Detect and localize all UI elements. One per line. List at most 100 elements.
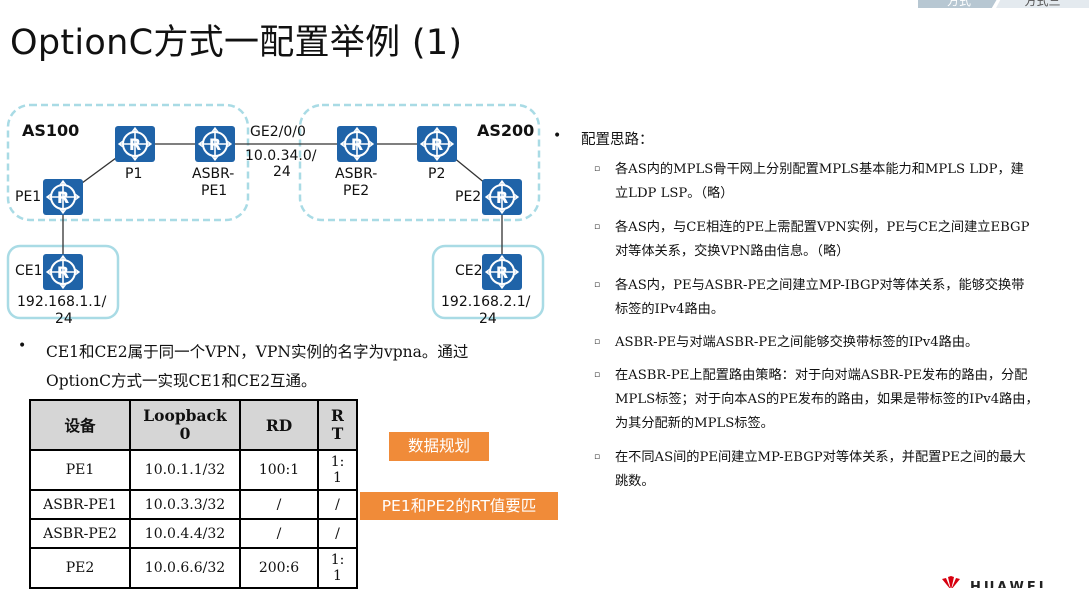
label-pe1: PE1 [15,189,42,205]
cell-device: PE2 [29,547,131,589]
cell-device: ASBR-PE2 [29,518,131,549]
router-p1-icon [114,125,156,163]
list-item: 在不同AS间的PE间建立MP-EBGP对等体关系，并配置PE之间的最大跳数。 [615,446,1072,494]
bullet-dot: • [18,338,27,354]
ce2-region [431,244,545,320]
table-row: PE1 10.0.1.1/32 100:1 1:1 [29,449,358,491]
square-bullet-icon: ▫ [594,280,601,290]
as200-region [298,103,541,222]
list-item: 在ASBR-PE上配置路由策略：对于向对端ASBR-PE发布的路由，分配 MPLS… [615,364,1072,436]
cell-rt-b: 1 [333,568,342,584]
cell-rt: 1:1 [317,547,358,589]
square-bullet-icon: ▫ [594,452,601,462]
label-link-interface: GE2/0/0 [250,124,306,140]
cell-rt: / [317,489,358,520]
tab-method-three[interactable]: 方式三 [996,0,1089,8]
item-line: 在不同AS间的PE间建立MP-EBGP对等体关系，并配置PE之间的最大 [615,450,1026,465]
col-loopback-b: 0 [179,424,191,443]
huawei-petal-icon [942,576,960,588]
router-asbr-pe2-icon [336,125,378,163]
label-ce1-network-a: 192.168.1.1/ [17,294,107,310]
cell-rt: 1:1 [317,449,358,491]
logo-text: HUAWEI [970,580,1047,588]
table-row: ASBR-PE1 10.0.3.3/32 / / [29,489,358,520]
item-line: 对等体关系，交换VPN路由信息。（略） [615,244,850,259]
huawei-logo: HUAWEI [930,574,1089,588]
label-ce1-network-b: 24 [55,311,73,327]
label-ce2-network-a: 192.168.2.1/ [441,294,531,310]
data-plan-table: 设备 Loopback 0 RD R T PE1 10.0.1.1/32 100… [29,399,358,589]
list-item: 各AS内，PE与ASBR-PE之间建立MP-IBGP对等体关系，能够交换带标签的… [615,274,1072,322]
router-ce1-icon [42,253,84,291]
col-rt-a: R [331,406,344,425]
rt-match-tag: PE1和PE2的RT值要匹 [360,492,558,520]
item-line: 各AS内的MPLS骨干网上分别配置MPLS基本能力和MPLS LDP，建 [615,162,1024,177]
as200-label: AS200 [477,121,535,140]
as100-region [6,103,250,222]
router-pe2-icon [481,178,523,216]
item-line: 在ASBR-PE上配置路由策略：对于向对端ASBR-PE发布的路由，分配 [615,368,1028,383]
square-bullet-icon: ▫ [594,222,601,232]
item-line: 为其分配新的MPLS标签。 [615,416,774,431]
label-ce2: CE2 [455,263,483,279]
cell-rd: / [239,518,319,549]
col-rd: RD [239,399,319,451]
label-asbr-pe2-b: PE2 [343,183,370,199]
item-line: 立LDP LSP。（略） [615,186,734,201]
label-asbr-pe1-a: ASBR- [192,166,235,182]
label-link-network-a: 10.0.34.0/ [245,148,317,164]
label-asbr-pe2-a: ASBR- [335,166,378,182]
router-p2-icon [416,125,458,163]
tab-method[interactable]: 方式 [918,0,1000,8]
cell-loopback: 10.0.1.1/32 [129,449,241,491]
square-bullet-icon: ▫ [594,337,601,347]
square-bullet-icon: ▫ [594,164,601,174]
router-ce2-icon [481,253,523,291]
label-pe2: PE2 [455,189,482,205]
right-bullet-dot: • [553,128,562,144]
cell-device: ASBR-PE1 [29,489,131,520]
col-loopback-a: Loopback [143,406,227,425]
label-p2: P2 [428,166,446,182]
as100-label: AS100 [22,121,80,140]
cell-rd: 100:1 [239,449,319,491]
item-line: ASBR-PE与对端ASBR-PE之间能够交换带标签的IPv4路由。 [615,335,979,350]
item-line: 跳数。 [615,474,655,489]
square-bullet-icon: ▫ [594,370,601,380]
list-item: 各AS内的MPLS骨干网上分别配置MPLS基本能力和MPLS LDP，建立LDP… [615,158,1072,206]
col-rt-b: T [331,424,344,443]
table-row: PE2 10.0.6.6/32 200:6 1:1 [29,547,358,589]
item-line: 标签的IPv4路由。 [615,302,725,317]
scenario-line-1: CE1和CE2属于同一个VPN，VPN实例的名字为vpna。通过 [46,343,469,361]
item-line: MPLS标签；对于向本AS的PE发布的路由，如果是带标签的IPv4路由， [615,392,1039,407]
data-plan-tag: 数据规划 [389,432,489,461]
item-line: 各AS内，PE与ASBR-PE之间建立MP-IBGP对等体关系，能够交换带 [615,278,1025,293]
label-asbr-pe1-b: PE1 [201,183,228,199]
col-rt: R T [317,399,358,451]
cell-rd: / [239,489,319,520]
table-row: ASBR-PE2 10.0.4.4/32 / / [29,518,358,549]
col-loopback: Loopback 0 [129,399,241,451]
cell-loopback: 10.0.4.4/32 [129,518,241,549]
scenario-line-2: OptionC方式一实现CE1和CE2互通。 [46,372,317,390]
label-ce1: CE1 [15,263,43,279]
cell-rd: 200:6 [239,547,319,589]
config-idea-heading: 配置思路： [581,132,654,148]
list-item: ASBR-PE与对端ASBR-PE之间能够交换带标签的IPv4路由。 [615,331,1072,355]
col-device: 设备 [29,399,131,451]
item-line: 各AS内，与CE相连的PE上需配置VPN实例，PE与CE之间建立EBGP [615,220,1030,235]
cell-rt-a: 1: [330,552,345,568]
cell-loopback: 10.0.3.3/32 [129,489,241,520]
config-steps-list: ▫ 各AS内的MPLS骨干网上分别配置MPLS基本能力和MPLS LDP，建立L… [580,158,1085,498]
router-asbr-pe1-icon [194,125,236,163]
cell-loopback: 10.0.6.6/32 [129,547,241,589]
network-diagram: R [6,103,545,320]
page-title: OptionC方式一配置举例 (1) [10,23,463,63]
scenario-text: CE1和CE2属于同一个VPN，VPN实例的名字为vpna。通过 OptionC… [46,338,468,396]
cell-rt-a: 1: [330,454,345,470]
label-p1: P1 [125,166,143,182]
label-ce2-network-b: 24 [479,311,497,327]
cell-rt-b: 1 [333,470,342,486]
list-item: 各AS内，与CE相连的PE上需配置VPN实例，PE与CE之间建立EBGP 对等体关… [615,216,1072,264]
label-link-network-b: 24 [273,164,291,180]
